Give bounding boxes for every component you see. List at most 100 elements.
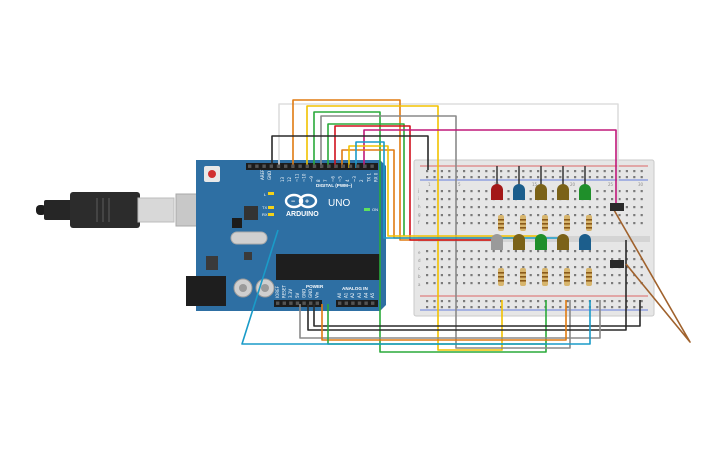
terminal-hole[interactable] [448,274,451,277]
terminal-hole[interactable] [559,266,562,269]
rail-hole[interactable] [551,306,554,309]
terminal-hole[interactable] [581,214,584,217]
terminal-hole[interactable] [433,274,436,277]
digital-pin[interactable] [341,164,345,168]
terminal-hole[interactable] [588,206,591,209]
wire-gray[interactable] [320,115,571,349]
usb-cable[interactable] [36,192,201,228]
terminal-hole[interactable] [470,206,473,209]
terminal-hole[interactable] [633,258,636,261]
terminal-hole[interactable] [433,214,436,217]
led-top-green[interactable] [579,184,591,200]
rail-hole[interactable] [581,306,584,309]
terminal-hole[interactable] [463,282,466,285]
terminal-hole[interactable] [477,190,480,193]
terminal-hole[interactable] [625,282,628,285]
rail-hole[interactable] [566,176,569,179]
terminal-hole[interactable] [522,206,525,209]
terminal-hole[interactable] [492,282,495,285]
rail-hole[interactable] [440,306,443,309]
rail-hole[interactable] [529,170,532,173]
terminal-hole[interactable] [477,214,480,217]
terminal-hole[interactable] [463,190,466,193]
power-pin[interactable] [315,301,319,305]
rail-hole[interactable] [559,300,562,303]
power-pin[interactable] [276,301,280,305]
terminal-hole[interactable] [588,266,591,269]
terminal-hole[interactable] [625,250,628,253]
terminal-hole[interactable] [618,282,621,285]
terminal-hole[interactable] [537,266,540,269]
rail-hole[interactable] [574,306,577,309]
wire-orange-bottom[interactable] [321,300,567,341]
terminal-hole[interactable] [581,258,584,261]
terminal-hole[interactable] [603,214,606,217]
wire-green-2[interactable] [327,123,405,236]
terminal-hole[interactable] [574,222,577,225]
rail-hole[interactable] [514,176,517,179]
terminal-hole[interactable] [544,206,547,209]
rail-hole[interactable] [448,300,451,303]
terminal-hole[interactable] [611,198,614,201]
rail-hole[interactable] [485,176,488,179]
rail-hole[interactable] [633,176,636,179]
rail-hole[interactable] [514,306,517,309]
terminal-hole[interactable] [551,258,554,261]
rail-hole[interactable] [426,306,429,309]
terminal-hole[interactable] [492,222,495,225]
terminal-hole[interactable] [611,258,614,261]
terminal-hole[interactable] [507,258,510,261]
wire-black-top[interactable] [271,135,429,170]
power-jack[interactable] [186,276,226,306]
terminal-hole[interactable] [625,190,628,193]
terminal-hole[interactable] [463,198,466,201]
rail-hole[interactable] [640,300,643,303]
rail-hole[interactable] [618,176,621,179]
rail-hole[interactable] [588,170,591,173]
terminal-hole[interactable] [566,206,569,209]
terminal-hole[interactable] [507,282,510,285]
terminal-hole[interactable] [551,266,554,269]
terminal-hole[interactable] [426,198,429,201]
terminal-hole[interactable] [433,198,436,201]
rail-hole[interactable] [537,300,540,303]
led-top-blue[interactable] [513,184,525,200]
terminal-hole[interactable] [625,266,628,269]
terminal-hole[interactable] [640,222,643,225]
terminal-hole[interactable] [596,214,599,217]
rail-hole[interactable] [500,306,503,309]
rail-hole[interactable] [463,300,466,303]
terminal-hole[interactable] [463,206,466,209]
rail-hole[interactable] [574,170,577,173]
rail-hole[interactable] [559,306,562,309]
digital-pin[interactable] [320,164,324,168]
terminal-hole[interactable] [566,250,569,253]
terminal-hole[interactable] [522,266,525,269]
rail-hole[interactable] [433,300,436,303]
led-top-red[interactable] [491,184,503,200]
terminal-hole[interactable] [618,198,621,201]
digital-pin[interactable] [334,164,338,168]
rail-hole[interactable] [603,306,606,309]
terminal-hole[interactable] [544,258,547,261]
rail-hole[interactable] [440,176,443,179]
terminal-hole[interactable] [596,274,599,277]
terminal-hole[interactable] [507,190,510,193]
terminal-hole[interactable] [633,214,636,217]
rail-hole[interactable] [470,176,473,179]
terminal-hole[interactable] [529,282,532,285]
terminal-hole[interactable] [426,206,429,209]
wire-red[interactable] [334,125,496,241]
terminal-hole[interactable] [514,206,517,209]
terminal-hole[interactable] [529,258,532,261]
rail-hole[interactable] [611,300,614,303]
led-bottom-gray[interactable] [491,234,503,250]
wires[interactable] [241,99,691,353]
power-pin[interactable] [289,301,293,305]
terminal-hole[interactable] [559,282,562,285]
rail-hole[interactable] [514,300,517,303]
terminal-hole[interactable] [492,250,495,253]
terminal-hole[interactable] [603,222,606,225]
terminal-hole[interactable] [477,198,480,201]
terminal-hole[interactable] [551,222,554,225]
